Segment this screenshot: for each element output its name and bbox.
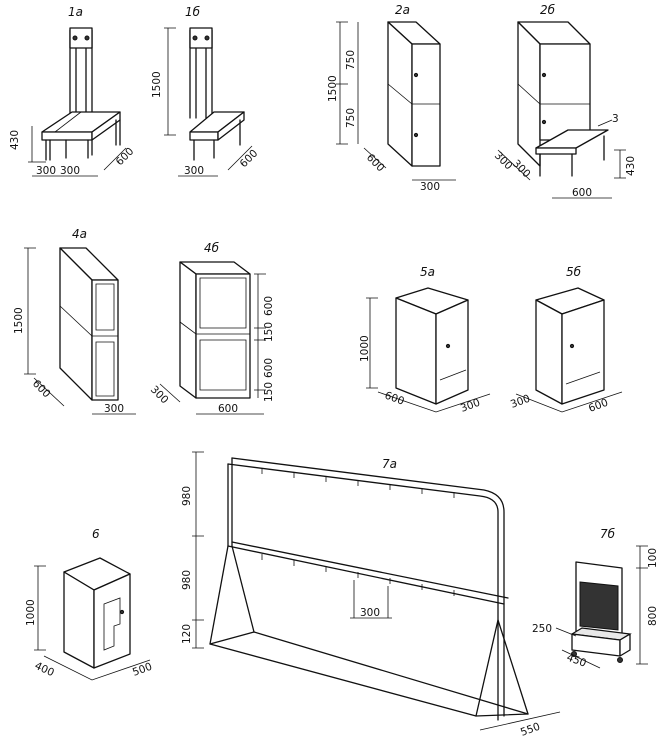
dim-5a-depth: 300 <box>459 397 482 415</box>
figure-5b: 5б 300 600 <box>509 265 623 415</box>
dim-4b-lower: 600 <box>263 358 275 378</box>
figure-2a: 2а 1500 750 750 600 300 <box>327 3 456 193</box>
dim-2b-height: 430 <box>625 156 637 176</box>
dim-2b-width: 600 <box>572 187 592 199</box>
dim-2a-lower: 750 <box>345 108 357 128</box>
dim-6-depth: 400 <box>33 660 56 679</box>
dim-4b-gap2: 150 <box>263 382 275 402</box>
figure-7b-label: 7б <box>600 527 616 541</box>
dim-1a-width-right: 300 <box>60 165 80 177</box>
dim-1b-width: 300 <box>184 165 204 177</box>
dim-4a-depth: 600 <box>30 378 53 401</box>
dim-2a-height: 1500 <box>327 75 339 102</box>
figure-1b-label: 1б <box>185 5 201 19</box>
dim-5b-depth: 300 <box>509 393 532 411</box>
dim-7a-upper: 980 <box>181 486 193 506</box>
dim-7b-width: 450 <box>565 652 588 670</box>
figure-2a-label: 2а <box>395 3 410 17</box>
figure-5b-label: 5б <box>566 265 582 279</box>
figure-4b: 4б 600 150 600 150 300 600 <box>148 241 275 415</box>
dim-4b-upper: 600 <box>263 296 275 316</box>
dim-7a-bottom: 120 <box>181 624 193 644</box>
figure-4b-label: 4б <box>204 241 220 255</box>
figure-2b-label: 2б <box>540 3 556 17</box>
callout-2b-bench: 3 <box>612 113 619 125</box>
figure-7a: 7а 300 980 980 120 550 <box>181 451 561 739</box>
dim-4b-gap1: 150 <box>263 322 275 342</box>
dim-2b-depth-a: 300 <box>492 150 515 173</box>
dim-2b-depth-b: 300 <box>510 158 533 181</box>
dim-2a-upper: 750 <box>345 50 357 70</box>
dim-1a-depth: 600 <box>114 145 137 168</box>
figure-6-label: 6 <box>92 527 100 541</box>
dim-6-height: 1000 <box>25 599 37 626</box>
dim-4a-height: 1500 <box>13 307 25 334</box>
figure-2b: 2б 3 430 300 300 600 <box>492 3 637 199</box>
dim-2a-depth: 600 <box>364 152 387 175</box>
dim-5a-height: 1000 <box>359 335 371 362</box>
figure-4a-label: 4а <box>72 227 87 241</box>
figure-6: 6 1000 400 500 <box>25 527 154 681</box>
figure-1b: 1б 1500 300 600 <box>151 5 260 177</box>
dim-4b-depth: 300 <box>148 384 171 407</box>
figure-7b: 7б 100 800 250 450 <box>532 527 659 670</box>
dim-1a-width-left: 300 <box>36 165 56 177</box>
figure-7a-label: 7а <box>382 457 397 471</box>
dim-7a-spacing: 300 <box>360 607 380 619</box>
figure-1a: 1а 430 300 300 600 <box>9 5 136 177</box>
figure-5a-label: 5а <box>420 265 435 279</box>
dim-2a-width: 300 <box>420 181 440 193</box>
dim-7a-middle: 980 <box>181 570 193 590</box>
dim-1a-height: 430 <box>9 130 21 150</box>
dim-5a-width: 600 <box>383 390 406 408</box>
dim-6-width: 500 <box>131 661 154 679</box>
dim-7b-depth: 250 <box>532 623 552 635</box>
figure-5a: 5а 1000 600 300 <box>359 265 491 415</box>
dim-5b-width: 600 <box>587 397 610 415</box>
dim-4b-width: 600 <box>218 403 238 415</box>
dim-7b-top: 100 <box>647 548 659 568</box>
dim-1b-height: 1500 <box>151 71 163 98</box>
dim-7a-depth: 550 <box>519 721 542 739</box>
dim-7b-height: 800 <box>647 606 659 626</box>
figure-1a-label: 1а <box>68 5 83 19</box>
dim-4a-width: 300 <box>104 403 124 415</box>
dim-1b-depth: 600 <box>238 147 261 170</box>
figure-4a: 4а 1500 600 300 <box>13 227 136 415</box>
